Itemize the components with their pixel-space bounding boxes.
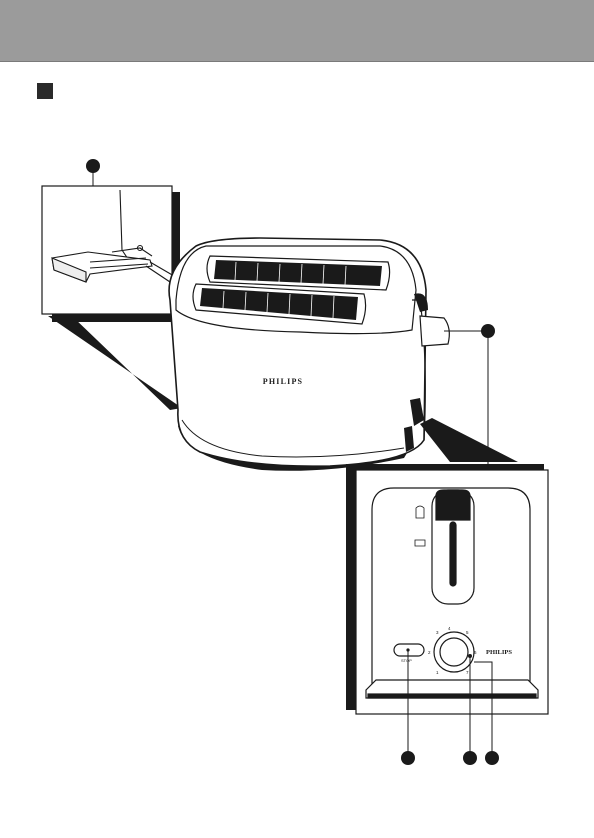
inset-pointer-left xyxy=(48,316,182,410)
callout-marker-stop-button xyxy=(401,751,415,765)
callout-dot-dial xyxy=(468,654,472,658)
callout-marker-control-panel xyxy=(485,751,499,765)
inset-bun-warmer xyxy=(42,186,172,314)
callout-marker-lever xyxy=(481,324,495,338)
callout-marker-browning-dial xyxy=(463,751,477,765)
toaster-brand-logo: PHILIPS xyxy=(263,377,303,386)
stop-button-label: STOP xyxy=(401,658,412,663)
control-panel-drawing xyxy=(366,488,538,698)
callout-dot-stop xyxy=(406,648,409,651)
toaster-body xyxy=(169,238,449,471)
control-panel-brand-logo: PHILIPS xyxy=(486,649,512,656)
inset2-shadow-left xyxy=(346,464,356,710)
inset-pointer-right xyxy=(420,418,518,462)
